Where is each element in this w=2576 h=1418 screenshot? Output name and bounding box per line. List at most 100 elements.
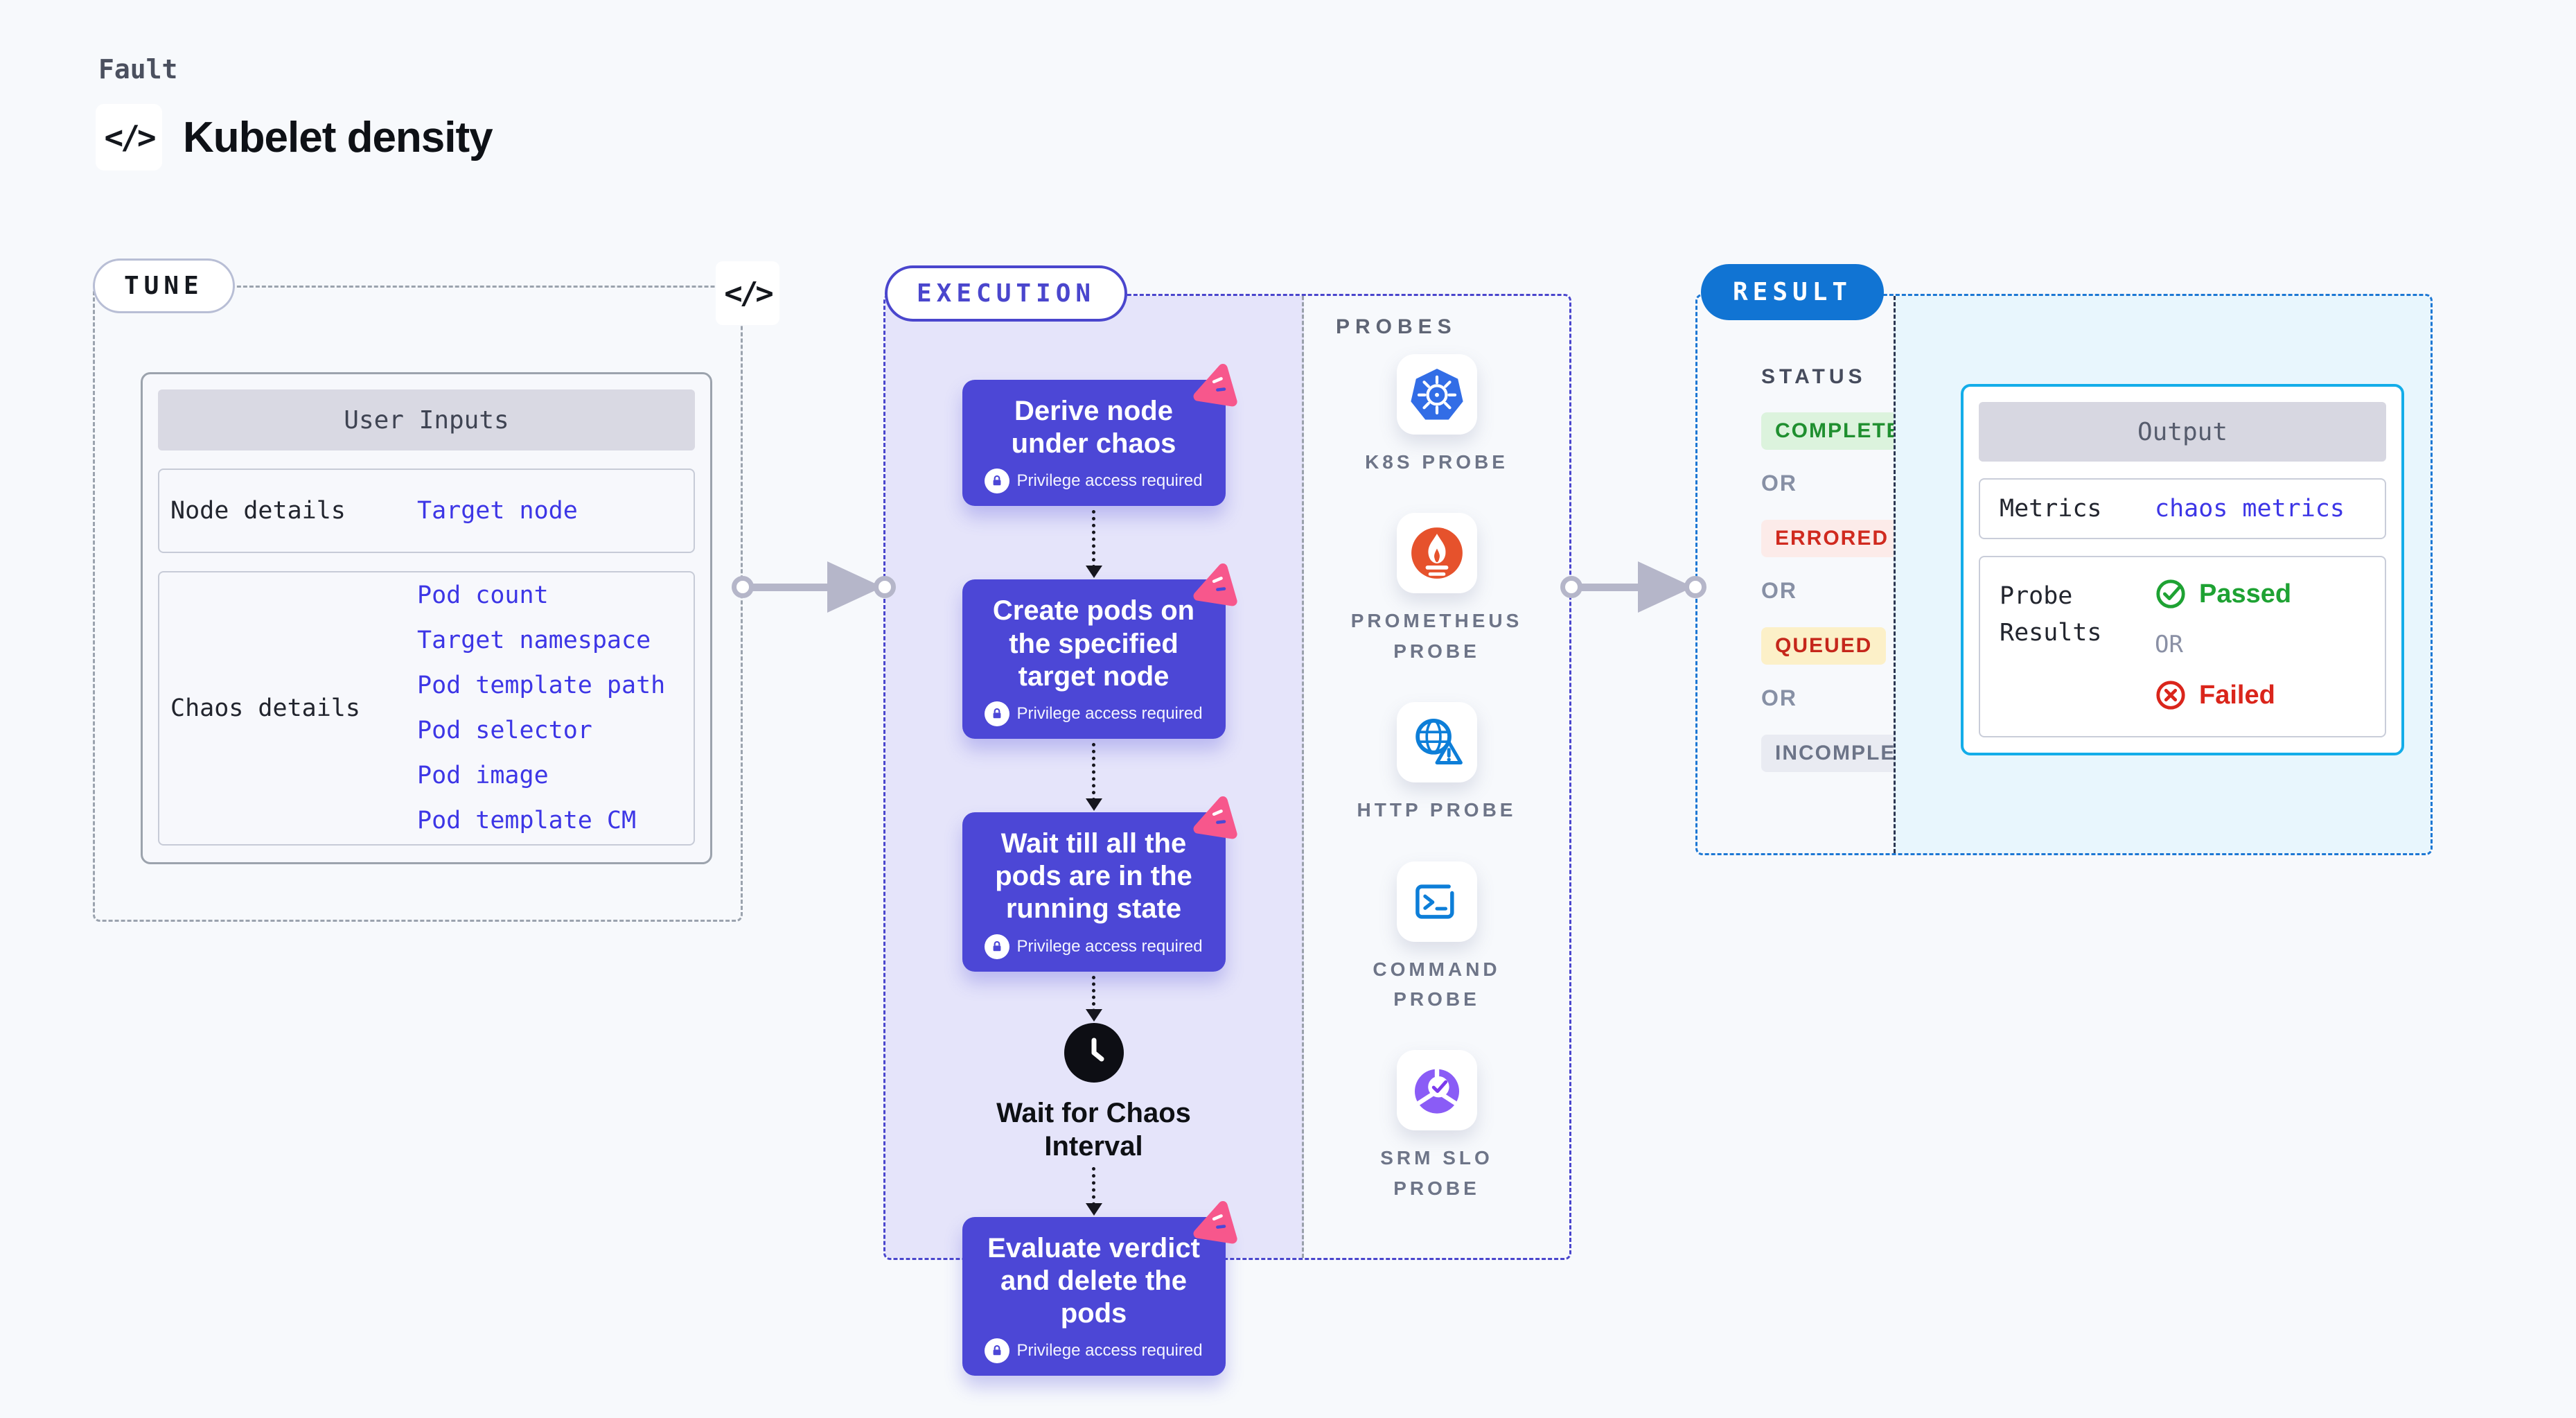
or-label: OR xyxy=(2155,631,2183,658)
table-row: Node details Target node xyxy=(158,469,695,553)
probe-results-row: Probe Results Passed OR xyxy=(1979,556,2386,737)
output-header: Output xyxy=(1979,402,2386,462)
execution-panel: EXECUTION Derive node under chaos xyxy=(883,265,1571,1376)
pod-selector-link[interactable]: Pod selector xyxy=(417,717,592,744)
x-circle-icon xyxy=(2156,681,2185,710)
lock-icon xyxy=(985,1338,1010,1364)
privilege-label: Privilege access required xyxy=(1016,471,1203,491)
probe-results-label: Probe Results xyxy=(2000,582,2102,647)
probe-label: COMMAND PROBE xyxy=(1373,958,1501,1010)
passed-row: Passed xyxy=(2155,578,2291,610)
page-title: Kubelet density xyxy=(183,113,493,161)
prometheus-icon xyxy=(1396,513,1477,594)
or-label: OR xyxy=(1761,685,1797,710)
probe-label: HTTP PROBE xyxy=(1357,799,1517,821)
step-derive-node: Derive node under chaos Privilege access… xyxy=(962,364,1237,507)
output-region: Output Metrics chaos metrics Probe Resul… xyxy=(1894,296,2431,853)
step-evaluate-verdict: Evaluate verdict and delete the pods Pri… xyxy=(962,1200,1237,1376)
privilege-row: Privilege access required xyxy=(975,1338,1213,1364)
lock-icon xyxy=(985,469,1010,494)
fault-eyebrow: Fault xyxy=(98,54,178,85)
probe-item-http: HTTP PROBE xyxy=(1347,702,1527,825)
flow-arrow-down-icon xyxy=(1086,1166,1102,1216)
metrics-row: Metrics chaos metrics xyxy=(1979,478,2386,539)
probe-item-prometheus: PROMETHEUS PROBE xyxy=(1347,513,1527,666)
check-circle-icon xyxy=(2156,579,2185,609)
verdicts: Passed OR Failed xyxy=(2155,578,2291,711)
status-badge-errored: ERRORED xyxy=(1761,520,1903,557)
status-column: STATUS COMPLETED OR ERRORED OR QUEUED OR… xyxy=(1697,296,1956,853)
probes-title: PROBES xyxy=(1336,315,1457,338)
or-label: OR xyxy=(1761,578,1797,603)
pod-image-link[interactable]: Pod image xyxy=(417,762,549,789)
chaos-triangle-icon xyxy=(1193,563,1237,606)
terminal-icon xyxy=(1396,861,1477,942)
or-label: OR xyxy=(1761,471,1797,496)
execution-badge: EXECUTION xyxy=(885,265,1128,322)
lock-icon xyxy=(985,701,1010,726)
globe-warning-icon xyxy=(1396,702,1477,783)
user-inputs-table: User Inputs Node details Target node Cha… xyxy=(141,372,712,864)
result-badge: RESULT xyxy=(1701,264,1885,320)
probe-label: K8S PROBE xyxy=(1365,451,1508,473)
step-title: Wait till all the pods are in the runnin… xyxy=(995,828,1192,925)
step-title: Evaluate verdict and delete the pods xyxy=(987,1232,1200,1329)
tune-badge: TUNE xyxy=(93,259,235,313)
status-badge-queued: QUEUED xyxy=(1761,627,1887,665)
chaos-metrics-link[interactable]: chaos metrics xyxy=(2155,495,2345,523)
target-node-link[interactable]: Target node xyxy=(417,497,578,525)
privilege-label: Privilege access required xyxy=(1016,703,1203,723)
slo-donut-check-icon xyxy=(1396,1050,1477,1131)
privilege-row: Privilege access required xyxy=(975,934,1213,959)
clock-icon xyxy=(1064,1022,1124,1083)
failed-row: Failed xyxy=(2155,679,2291,711)
flow-arrow-down-icon xyxy=(1086,510,1102,579)
privilege-row: Privilege access required xyxy=(975,469,1213,494)
privilege-label: Privilege access required xyxy=(1016,936,1203,956)
probe-item-srm-slo: SRM SLO PROBE xyxy=(1347,1050,1527,1203)
status-title: STATUS xyxy=(1761,365,1867,388)
pod-template-cm-link[interactable]: Pod template CM xyxy=(417,807,637,834)
chaos-triangle-icon xyxy=(1193,796,1237,839)
probe-item-command: COMMAND PROBE xyxy=(1347,861,1527,1015)
privilege-label: Privilege access required xyxy=(1016,1341,1203,1360)
result-panel: RESULT STATUS COMPLETED OR ERRORED OR QU… xyxy=(1695,264,2433,855)
row-label: Chaos details xyxy=(170,694,360,722)
metrics-label: Metrics xyxy=(2000,494,2102,523)
page-header: </> Kubelet density xyxy=(96,104,493,170)
chaos-detail-links: Pod count Target namespace Pod template … xyxy=(417,573,665,843)
probe-item-k8s: K8S PROBE xyxy=(1347,354,1527,477)
probe-label: SRM SLO PROBE xyxy=(1380,1147,1493,1199)
wait-interval-step: Wait for Chaos Interval xyxy=(885,1022,1302,1163)
flow-arrow-right-icon xyxy=(732,558,896,616)
target-namespace-link[interactable]: Target namespace xyxy=(417,627,651,654)
code-icon: </> xyxy=(96,104,162,170)
lock-icon xyxy=(985,934,1010,959)
chaos-triangle-icon xyxy=(1193,364,1237,407)
pod-template-path-link[interactable]: Pod template path xyxy=(417,672,666,699)
code-icon: </> xyxy=(716,261,779,325)
step-create-pods: Create pods on the specified target node… xyxy=(962,563,1237,739)
flow-arrow-down-icon xyxy=(1086,975,1102,1022)
probe-list: K8S PROBE PROMETHEUS PROBE xyxy=(1304,354,1569,1203)
execution-flow: Derive node under chaos Privilege access… xyxy=(885,296,1304,1376)
passed-label: Passed xyxy=(2199,579,2292,609)
flow-arrow-down-icon xyxy=(1086,742,1102,811)
probes-panel: PROBES xyxy=(1304,296,1569,1258)
pod-count-link[interactable]: Pod count xyxy=(417,581,549,609)
table-row: Chaos details Pod count Target namespace… xyxy=(158,571,695,846)
row-label: Node details xyxy=(170,497,346,525)
step-title: Derive node under chaos xyxy=(1011,396,1176,459)
failed-label: Failed xyxy=(2199,680,2275,710)
step-title: Create pods on the specified target node xyxy=(992,595,1195,692)
user-inputs-header: User Inputs xyxy=(158,389,695,450)
step-wait-running: Wait till all the pods are in the runnin… xyxy=(962,796,1237,972)
tune-panel: TUNE </> User Inputs Node details Target… xyxy=(93,259,779,922)
probe-label: PROMETHEUS PROBE xyxy=(1350,610,1523,662)
kubernetes-icon xyxy=(1396,354,1477,435)
output-card: Output Metrics chaos metrics Probe Resul… xyxy=(1961,384,2404,755)
flow-arrow-right-icon xyxy=(1560,558,1706,616)
privilege-row: Privilege access required xyxy=(975,701,1213,726)
chaos-triangle-icon xyxy=(1193,1200,1237,1243)
